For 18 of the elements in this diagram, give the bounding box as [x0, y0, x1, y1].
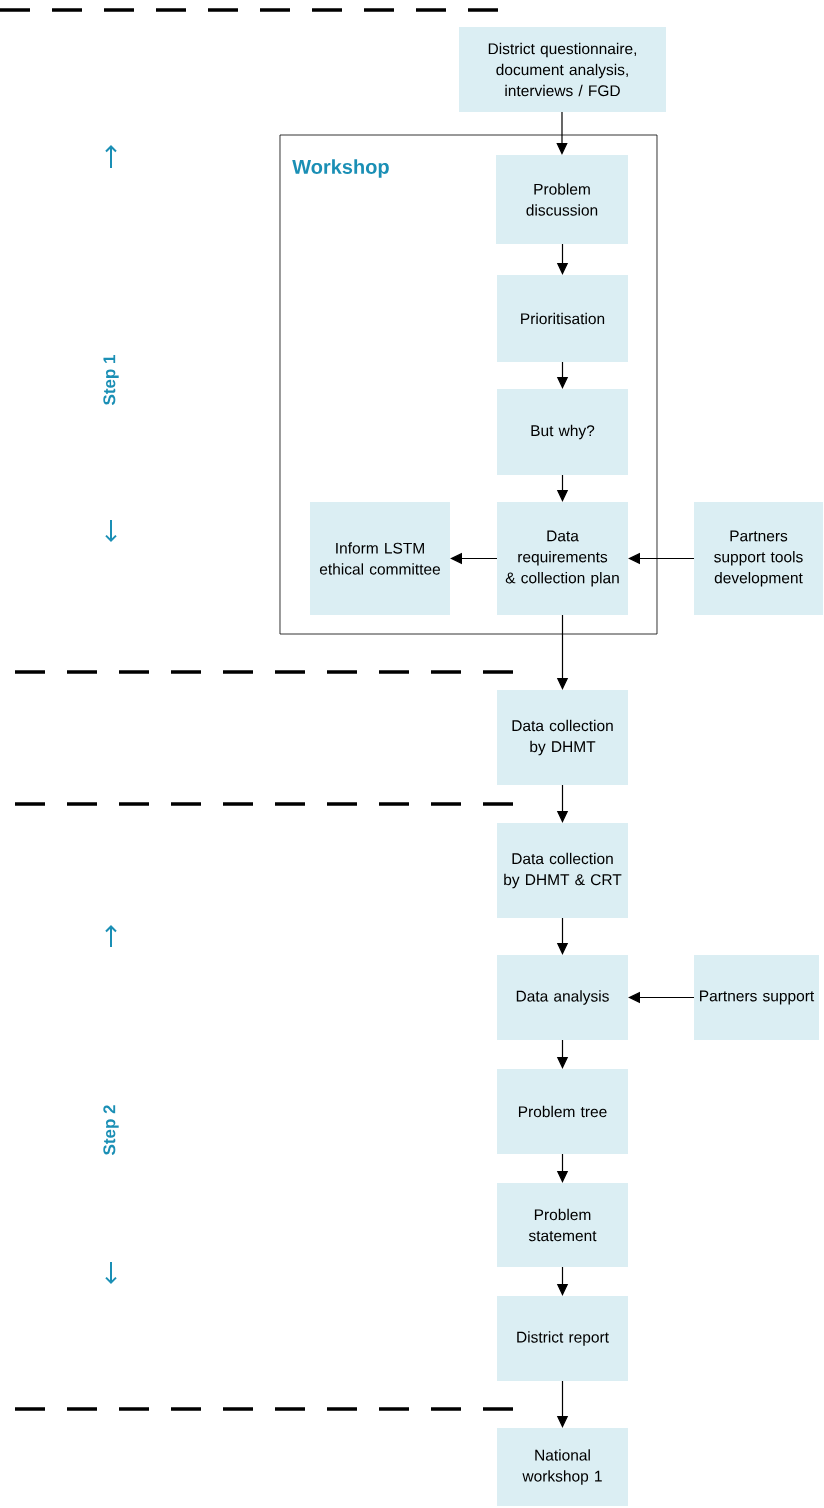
process-box: Partners support	[694, 955, 819, 1040]
process-box: Data analysis	[497, 955, 628, 1040]
process-box: Data collection by DHMT	[497, 690, 628, 785]
process-box: Data requirements & collection plan	[497, 502, 628, 615]
process-box: Problem statement	[497, 1183, 628, 1267]
process-box: National workshop 1	[497, 1428, 628, 1506]
process-box: Prioritisation	[497, 275, 628, 362]
process-box: Problem discussion	[496, 155, 628, 244]
process-box: Data collection by DHMT & CRT	[497, 823, 628, 918]
step-label: Step 2	[103, 1105, 119, 1156]
step-label: Step 1	[103, 355, 119, 406]
process-box: But why?	[497, 389, 628, 475]
arrow	[556, 111, 568, 155]
process-box: Partners support tools development	[694, 502, 823, 615]
process-box: District report	[497, 1296, 628, 1381]
process-box: District questionnaire, document analysis, interviews / FGD	[459, 27, 666, 112]
process-box: Problem tree	[497, 1069, 628, 1154]
process-box: Inform LSTM ethical committee	[310, 502, 450, 615]
